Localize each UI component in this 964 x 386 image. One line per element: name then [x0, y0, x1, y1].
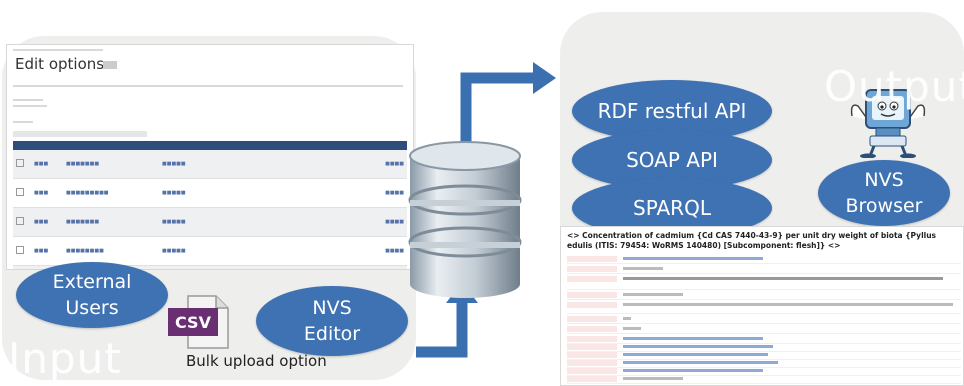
rdf-api-label: RDF restful API [597, 99, 747, 123]
table-row: ■■■■■■■■■■■■■■■■■■■ [13, 150, 407, 179]
options-table: ■■■■■■■■■■■■■■■■■■■ ■■■■■■■■■■■■■■■■■■■■… [13, 141, 407, 269]
nvs-browser-ellipse: NVS Browser [818, 160, 950, 226]
table-row: ■■■■■■■■■■■■■■■■■■■■■ [13, 178, 407, 208]
external-users-ellipse: External Users [16, 262, 168, 328]
output-label: Output [824, 62, 964, 111]
nvs-editor-ellipse: NVS Editor [256, 286, 408, 356]
csv-badge: CSV [168, 308, 218, 336]
soap-api-label: SOAP API [626, 148, 718, 172]
arrow-icon [460, 72, 536, 146]
nvs-browser-screenshot: <> Concentration of cadmium {Cd CAS 7440… [560, 226, 964, 386]
edit-options-title: Edit options [15, 55, 105, 73]
nvs-browser-label: NVS Browser [845, 169, 923, 217]
nvs-concept-title: <> Concentration of cadmium {Cd CAS 7440… [567, 231, 937, 250]
bulk-upload-label: Bulk upload option [186, 352, 327, 370]
input-label: Input [8, 334, 122, 383]
nvs-editor-label: NVS Editor [303, 297, 361, 345]
external-users-label: External Users [52, 271, 132, 319]
database-icon [408, 141, 522, 298]
table-row: ■■■■■■■■■■■■■■■■■■■■ [13, 236, 407, 266]
edit-options-screenshot: Edit options ■■■■■■■■■■■■■■■■■■■ ■■■■■■■… [6, 44, 414, 270]
computer-mascot-icon [850, 89, 926, 158]
arrow-icon [416, 300, 468, 358]
arrow-head-icon [533, 62, 556, 94]
table-row: ■■■■■■■■■■■■■■■■■■■ [13, 207, 407, 237]
sparql-label: SPARQL [633, 196, 711, 220]
